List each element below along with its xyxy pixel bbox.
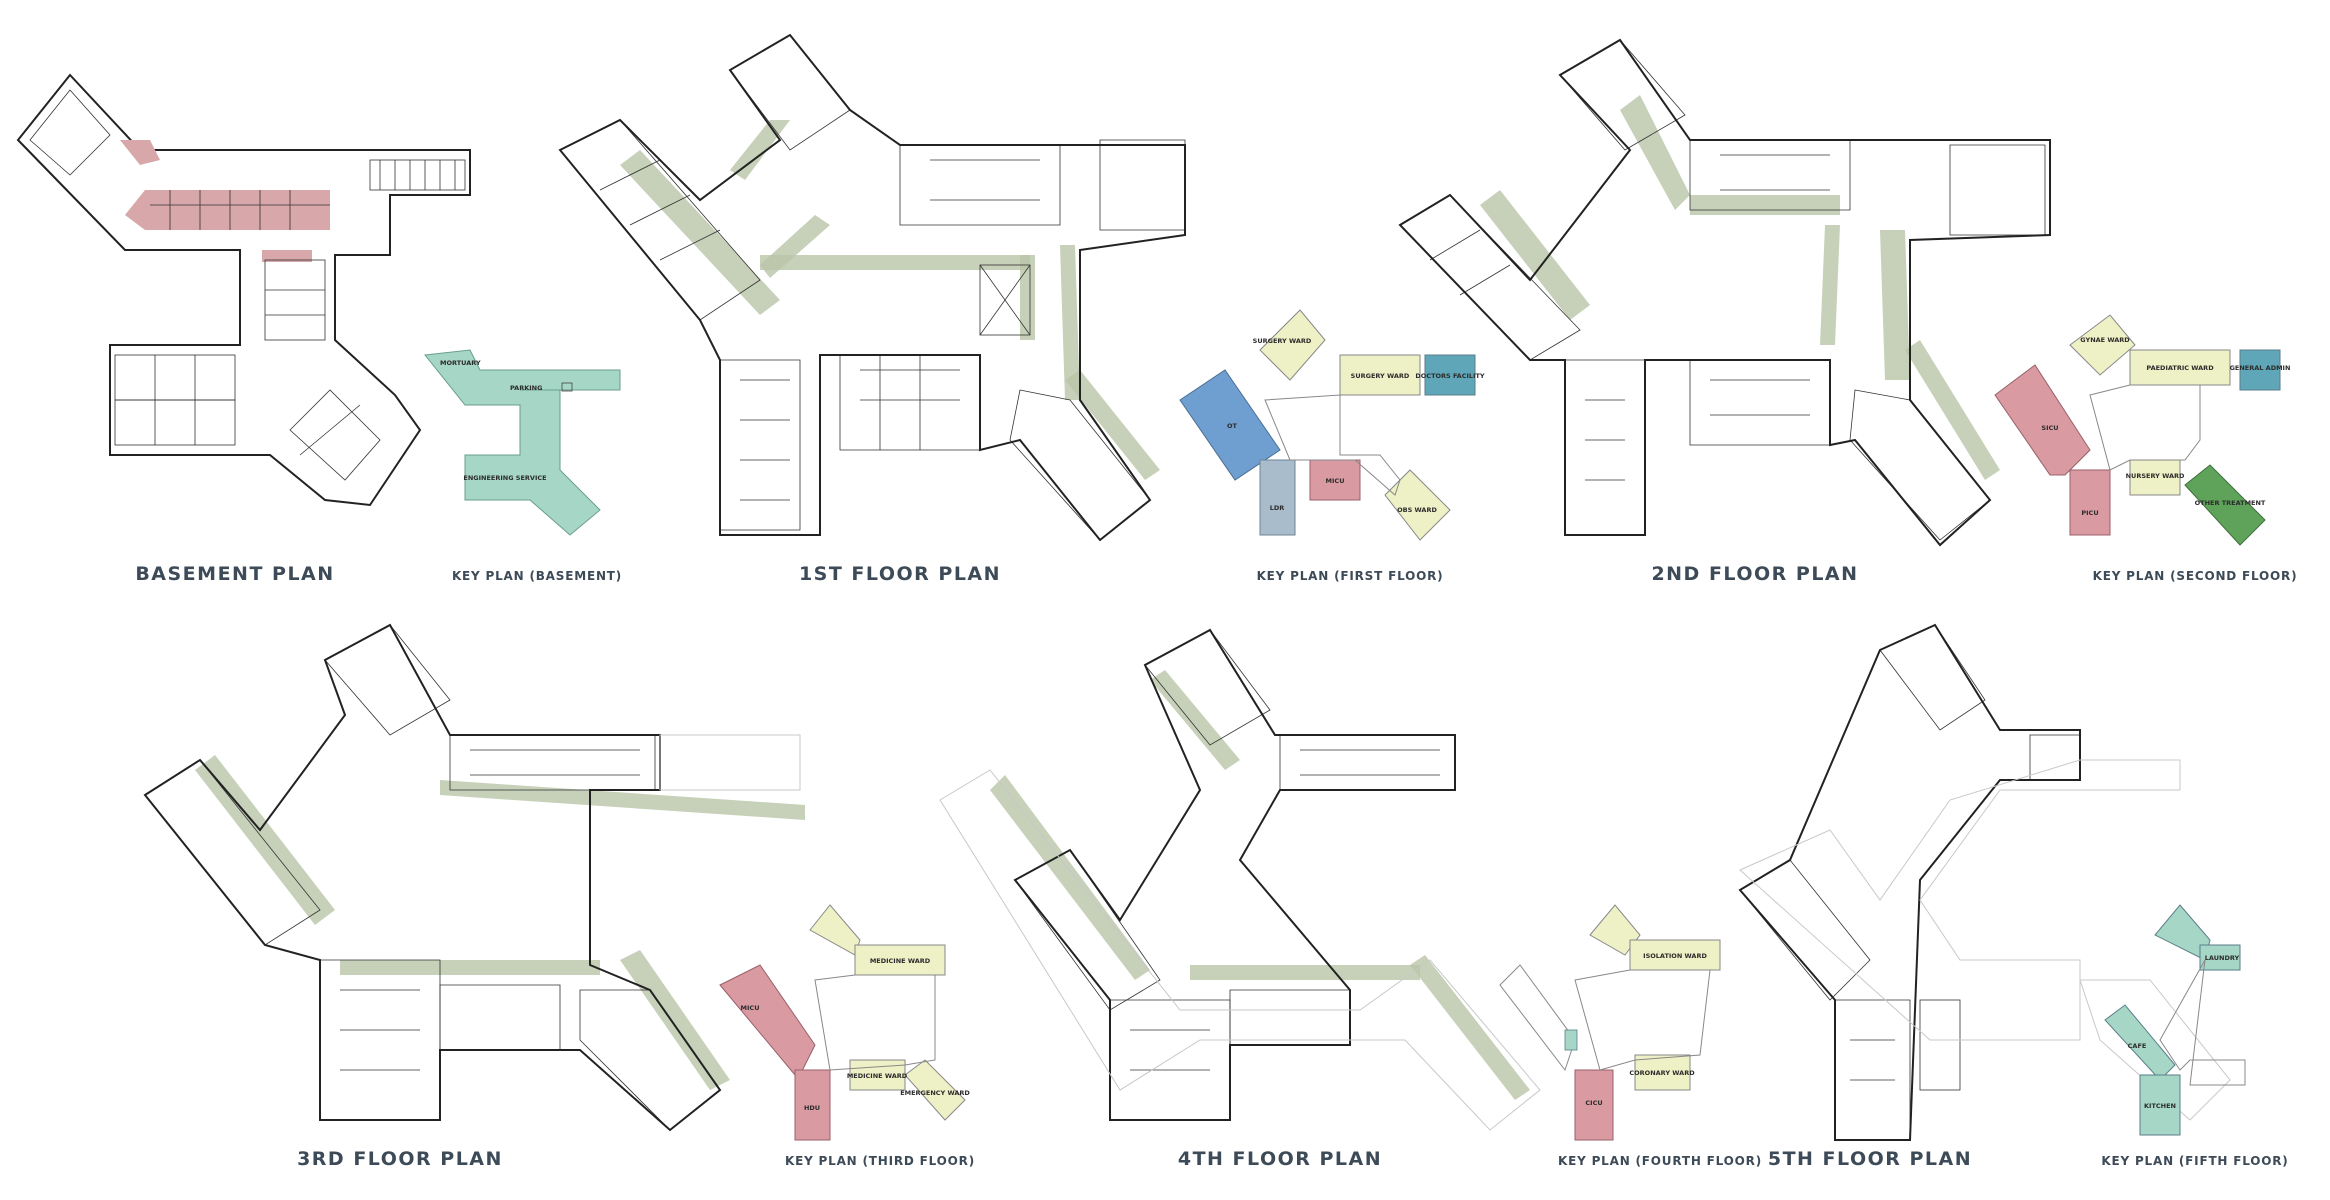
zone-label: MEDICINE WARD [847,1072,908,1080]
zone-label: MORTUARY [440,359,481,367]
key-plan-basement-diagram [424,349,621,536]
zone-label: HDU [804,1104,820,1112]
key-plan-second-diagram [1994,314,2281,546]
key-plan-fifth-diagram [2104,904,2246,1136]
zone-label: SURGERY WARD [1253,337,1312,345]
zone-label: MICU [1326,477,1345,485]
third-floor-plan-drawing [143,623,805,1132]
zone-label: OBS WARD [1397,506,1437,514]
zone-label: CICU [1585,1099,1602,1107]
zone-label: KITCHEN [2144,1102,2176,1110]
zone-label: CORONARY WARD [1629,1069,1695,1077]
key-plan-fourth-diagram [1499,904,1721,1141]
plan-title-basement: BASEMENT PLAN [135,563,334,585]
zone-label: NURSERY WARD [2126,472,2185,480]
zone-label: PARKING [510,384,542,392]
basement-plan-drawing [16,73,471,507]
key-plan-title-fifth: KEY PLAN (FIFTH FLOOR) [2101,1154,2288,1168]
zone-label: GYNAE WARD [2080,336,2130,344]
fourth-floor-plan-drawing [939,628,1541,1131]
zone-label: OTHER TREATMENT [2195,499,2266,507]
plan-title-fifth: 5TH FLOOR PLAN [1768,1148,1972,1170]
zone-label: EMERGENCY WARD [900,1089,970,1097]
key-plan-first-diagram [1179,309,1476,541]
zone-label: MICU [741,1004,760,1012]
zone-label: OT [1227,422,1238,430]
zone-label: PAEDIATRIC WARD [2146,364,2214,372]
key-plan-title-second: KEY PLAN (SECOND FLOOR) [2093,569,2298,583]
zone-label: LAUNDRY [2205,954,2240,962]
key-plan-third-diagram [719,904,966,1141]
plan-title-first: 1ST FLOOR PLAN [799,563,1001,585]
zone-label: SICU [2041,424,2058,432]
zone-label: SURGERY WARD [1351,372,1410,380]
plan-title-fourth: 4TH FLOOR PLAN [1178,1148,1382,1170]
plan-title-third: 3RD FLOOR PLAN [297,1148,503,1170]
second-floor-plan-drawing [1398,38,2051,547]
key-plan-title-fourth: KEY PLAN (FOURTH FLOOR) [1558,1154,1762,1168]
plan-title-second: 2ND FLOOR PLAN [1651,563,1858,585]
zone-label: GENERAL ADMIN [2230,364,2291,372]
fifth-floor-plan-drawing [1738,623,2231,1141]
key-plan-title-first: KEY PLAN (FIRST FLOOR) [1257,569,1444,583]
zone-label: ENGINEERING SERVICE [463,474,546,482]
key-plan-title-third: KEY PLAN (THIRD FLOOR) [785,1154,975,1168]
zone-label: ISOLATION WARD [1643,952,1707,960]
key-plan-title-basement: KEY PLAN (BASEMENT) [452,569,622,583]
zone-label: PICU [2081,509,2098,517]
zone-label: CAFE [2128,1042,2147,1050]
zone-label: DOCTORS FACILITY [1415,372,1485,380]
first-floor-plan-drawing [558,33,1186,542]
zone-label: LDR [1270,504,1285,512]
zone-label: MEDICINE WARD [870,957,931,965]
